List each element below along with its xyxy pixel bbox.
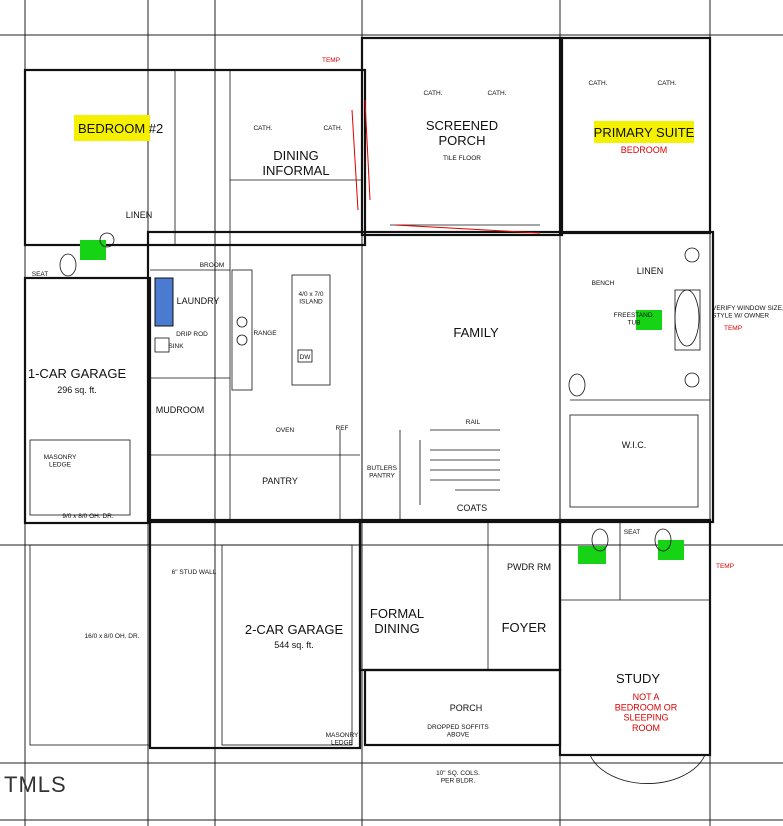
note-stud-wall: 6" STUD WALL <box>172 569 217 576</box>
note-dw: DW <box>300 354 312 361</box>
room-label-2-car-garage: 2-CAR GARAGE <box>245 622 344 637</box>
note-drip-rod: DRIP ROD <box>176 331 208 338</box>
note-cath-porch-2: CATH. <box>487 90 506 97</box>
room-label-wic: W.I.C. <box>622 440 647 450</box>
interior-walls <box>29 70 710 784</box>
note-cath-primary-1: CATH. <box>588 80 607 87</box>
plan-notes: CATH. CATH. CATH. CATH. CATH. CATH. TILE… <box>32 80 783 785</box>
note-verify-window: VERIFY WINDOW SIZE,STYLE W/ OWNER <box>712 305 783 320</box>
note-range: RANGE <box>253 330 277 337</box>
note-cath-porch-1: CATH. <box>423 90 442 97</box>
note-cath-primary-2: CATH. <box>657 80 676 87</box>
bedroom2-highlight <box>74 115 150 141</box>
room-label-porch: PORCH <box>450 703 483 713</box>
note-oh-door-2-car: 16/0 x 8/0 OH. DR. <box>85 633 140 640</box>
room-label-pantry: PANTRY <box>262 476 298 486</box>
room-label-pwdr-rm: PWDR RM <box>507 562 551 572</box>
room-label-2-car-garage-area: 544 sq. ft. <box>274 640 314 650</box>
note-oven: OVEN <box>276 427 295 434</box>
note-ref: REF <box>336 425 349 432</box>
exterior-walls <box>23 36 715 757</box>
watermark: TMLS <box>4 772 67 797</box>
room-label-primary-suite: PRIMARY SUITE <box>594 125 695 140</box>
room-label-foyer: FOYER <box>502 620 547 635</box>
note-bench: BENCH <box>592 280 615 287</box>
room-label-family: FAMILY <box>453 325 499 340</box>
room-label-1-car-garage: 1-CAR GARAGE <box>28 366 127 381</box>
room-label-mudroom: MUDROOM <box>156 405 205 415</box>
room-label-broom: BROOM <box>200 262 225 269</box>
room-label-primary-bedroom: BEDROOM <box>621 145 668 155</box>
temp-label-top: TEMP <box>322 57 340 64</box>
note-seat-left: SEAT <box>32 271 49 278</box>
red-annotations: TEMP TEMP TEMP <box>322 57 742 570</box>
room-label-1-car-garage-area: 296 sq. ft. <box>57 385 97 395</box>
note-tile-floor: TILE FLOOR <box>443 155 481 162</box>
room-label-linen-left: LINEN <box>126 210 153 220</box>
room-label-linen-right: LINEN <box>637 266 664 276</box>
washer-dryer <box>154 277 174 327</box>
fixtures <box>59 232 700 552</box>
primary-suite-highlight <box>594 121 694 143</box>
room-label-laundry: LAUNDRY <box>177 296 220 306</box>
note-freestanding-tub: FREESTAND.TUB <box>614 312 655 327</box>
green-marker-bath3 <box>658 540 684 560</box>
temp-label-bath: TEMP <box>716 563 734 570</box>
green-marker-pwdr <box>578 546 606 564</box>
note-sink: SINK <box>168 343 184 350</box>
note-cath-dining-2: CATH. <box>323 125 342 132</box>
room-label-coats: COATS <box>457 503 487 513</box>
note-seat-right: SEAT <box>624 529 641 536</box>
green-marker-primary-bath <box>636 310 662 330</box>
temp-label-right: TEMP <box>724 325 742 332</box>
note-rail: RAIL <box>466 419 481 426</box>
note-columns: 10" SQ. COLS.PER BLDR. <box>436 770 480 785</box>
green-marker-bath2 <box>80 240 106 260</box>
room-label-bedroom2: BEDROOM #2 <box>78 121 163 136</box>
note-cath-dining-1: CATH. <box>253 125 272 132</box>
note-oh-door-1-car: 9/0 x 8/0 OH. DR. <box>62 513 113 520</box>
room-label-study: STUDY <box>616 671 660 686</box>
